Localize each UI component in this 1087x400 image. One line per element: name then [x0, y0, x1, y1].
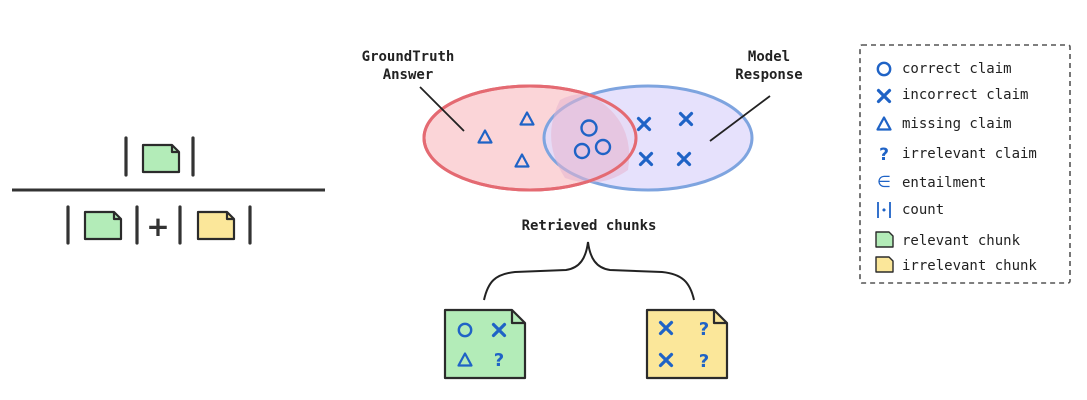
legend-label-correct-claim: correct claim [902, 61, 1012, 77]
question-icon: ? [494, 350, 504, 371]
numerator [124, 136, 195, 177]
ground-truth-pointer [419, 86, 465, 132]
response-label-line1: Model [748, 49, 790, 65]
count-icon: • [877, 202, 891, 218]
legend-box [859, 44, 1071, 284]
circle-icon [573, 142, 591, 160]
legend-label-count: count [902, 202, 944, 218]
chunks-brace [483, 241, 695, 301]
entailment-icon: ∈ [877, 172, 891, 191]
ground-truth-label-line2: Answer [383, 67, 434, 83]
legend-label-incorrect-claim: incorrect claim [902, 87, 1028, 103]
legend-label-missing-claim: missing claim [902, 116, 1012, 132]
denominator: + [66, 205, 252, 245]
retrieved-chunks: Retrieved chunks ? ? ? [443, 218, 729, 380]
circle-icon [594, 138, 612, 156]
retrieved-chunks-label: Retrieved chunks [522, 218, 657, 234]
question-icon: ? [699, 351, 709, 372]
overlap-circles [573, 119, 612, 160]
relevant-chunk-icon [141, 143, 181, 174]
precision-formula: + [12, 136, 325, 245]
irrelevant-chunk-icon [196, 210, 236, 241]
relevant-chunk-icon [875, 231, 894, 248]
plus-sign: + [146, 210, 169, 243]
question-icon: ? [699, 319, 709, 340]
irrelevant-chunk-icon [875, 256, 894, 273]
relevant-chunk-card: ? [443, 308, 527, 380]
ground-truth-label-line1: GroundTruth [362, 49, 455, 65]
overlap-region [551, 94, 630, 183]
relevant-chunk-icon [83, 210, 123, 241]
legend-label-entailment: entailment [902, 175, 986, 191]
response-pointer [709, 95, 771, 142]
legend-label-irrelevant-chunk: irrelevant chunk [902, 258, 1037, 274]
legend-label-relevant-chunk: relevant chunk [902, 233, 1021, 249]
question-icon: ? [879, 145, 889, 165]
legend-label-irrelevant-claim: irrelevant claim [902, 146, 1037, 162]
svg-text:•: • [881, 204, 888, 217]
irrelevant-chunk-card: ? ? [645, 308, 729, 380]
circle-icon [580, 119, 598, 137]
response-label-line2: Response [735, 67, 802, 83]
legend: correct claim incorrect claim missing cl… [859, 44, 1071, 284]
venn-diagram: GroundTruth Answer Model Response [362, 49, 803, 192]
